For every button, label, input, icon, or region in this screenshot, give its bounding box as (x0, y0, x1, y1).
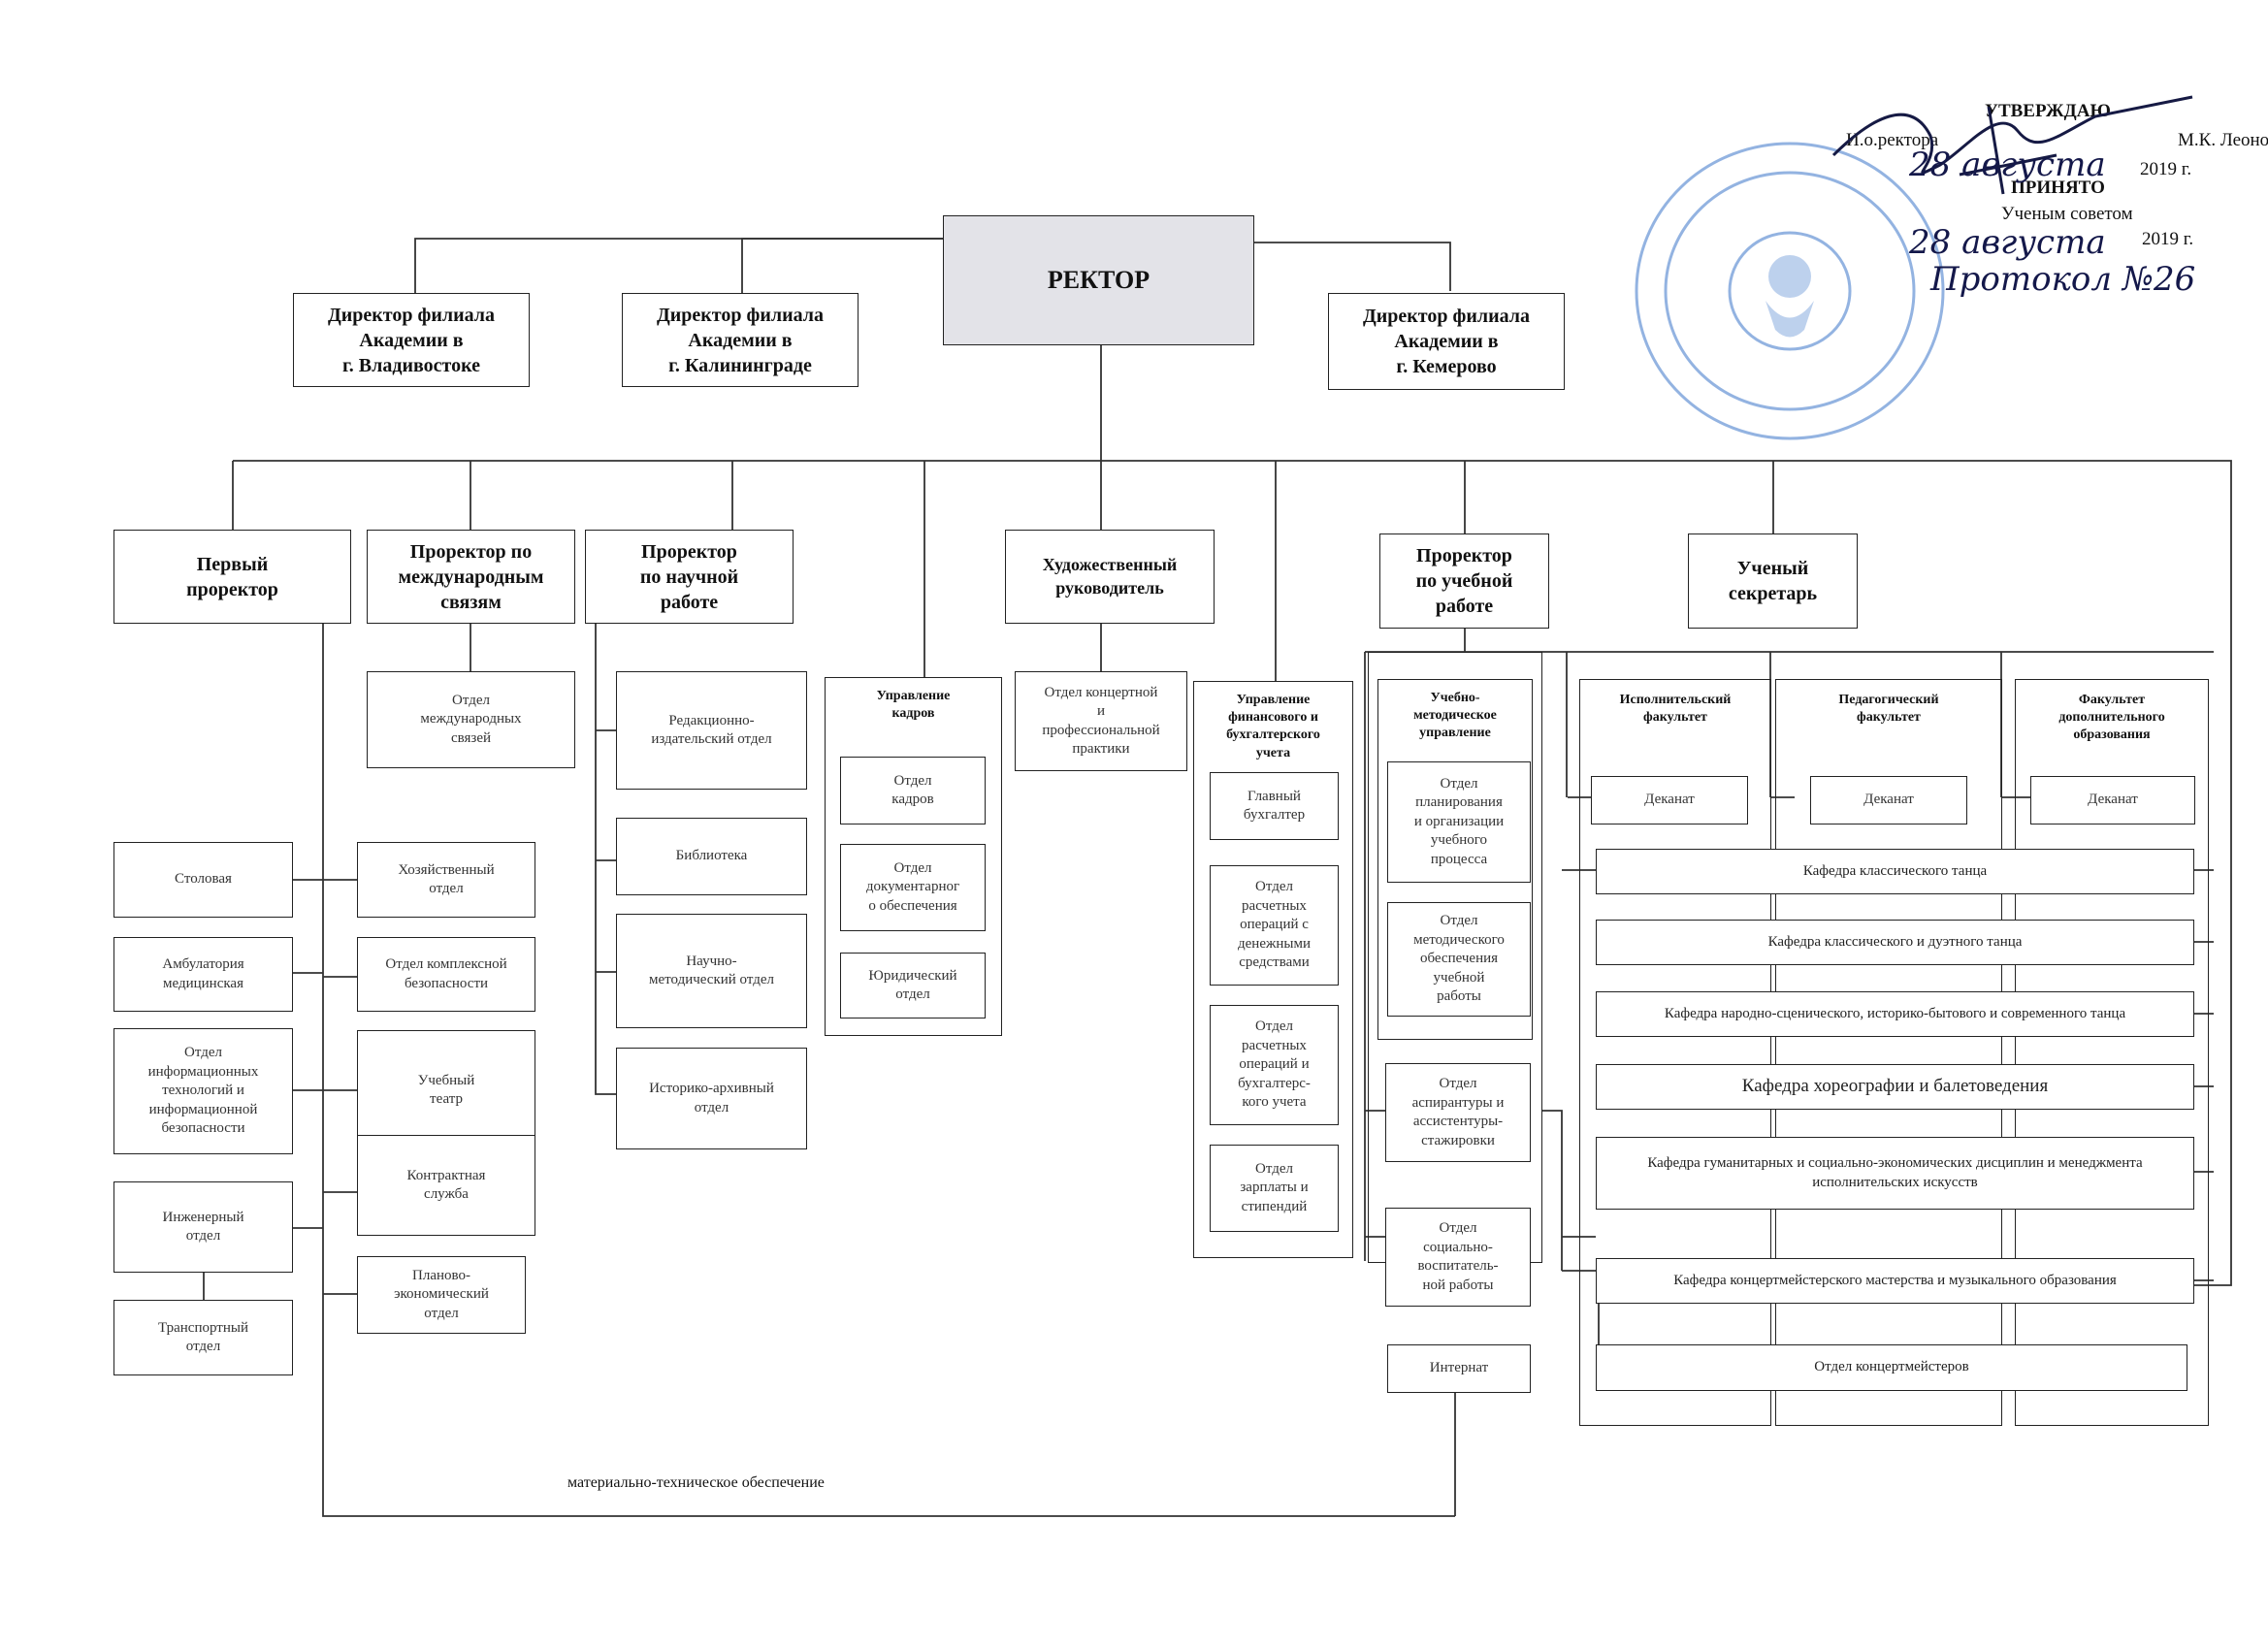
accounting-operations-dept: Отдел расчетных операций и бухгалтерс- к… (1210, 1005, 1339, 1125)
planning-economic-dept: Планово- экономический отдел (357, 1256, 526, 1334)
ambulatory: Амбулатория медицинская (113, 937, 293, 1012)
scientific-methodical-dept: Научно- методический отдел (616, 914, 807, 1028)
hr-dept: Отдел кадров (840, 757, 986, 824)
handwritten-date-2: 28 августа (1909, 223, 2106, 262)
hr-management: Управление кадров (825, 677, 1002, 1036)
documentation-dept: Отдел документарног о обеспечения (840, 844, 986, 931)
rector-box: РЕКТОР (943, 215, 1254, 345)
first-prorector: Первый проректор (113, 530, 351, 624)
dormitory: Интернат (1387, 1344, 1531, 1393)
social-education-dept: Отдел социально- воспитатель- ной работы (1385, 1208, 1531, 1307)
concert-practice-dept: Отдел концертной и профессиональной прак… (1015, 671, 1187, 771)
approver-role: И.о.ректора (1846, 130, 1939, 150)
method-support-dept: Отдел методического обеспечения учебной … (1387, 902, 1531, 1017)
branch-kaliningrad: Директор филиала Академии в г. Калинингр… (622, 293, 859, 387)
engineering-dept: Инженерный отдел (113, 1181, 293, 1273)
accepted-label: ПРИНЯТО (2011, 178, 2105, 198)
handwritten-protocol: Протокол №26 (1930, 260, 2196, 299)
council-year: 2019 г. (2142, 229, 2194, 249)
it-security-dept: Отдел информационных технологий и информ… (113, 1028, 293, 1154)
dean-office-pedagogical: Деканат (1810, 776, 1967, 824)
dept-folk-dance: Кафедра народно-сценического, историко-б… (1596, 991, 2194, 1037)
dept-classical-dance: Кафедра классического танца (1596, 849, 2194, 894)
legal-dept: Юридический отдел (840, 953, 986, 1018)
training-theatre: Учебный театр (357, 1030, 535, 1150)
historical-archive-dept: Историко-архивный отдел (616, 1048, 807, 1149)
postgraduate-dept: Отдел аспирантуры и ассистентуры- стажир… (1385, 1063, 1531, 1162)
publishing-dept: Редакционно- издательский отдел (616, 671, 807, 790)
dept-choreography: Кафедра хореографии и балетоведения (1596, 1064, 2194, 1110)
dean-office-additional: Деканат (2030, 776, 2195, 824)
pedagogical-faculty: Педагогический факультет (1775, 679, 2002, 1426)
approval-year: 2019 г. (2140, 159, 2192, 179)
finance-management: Управление финансового и бухгалтерского … (1193, 681, 1353, 1258)
study-planning-dept: Отдел планирования и организации учебног… (1387, 761, 1531, 883)
edu-method-management: Учебно- методическое управление (1377, 679, 1533, 1040)
prorector-science: Проректор по научной работе (585, 530, 794, 624)
art-director: Художественный руководитель (1005, 530, 1215, 624)
dept-classical-duet-dance: Кафедра классического и дуэтного танца (1596, 920, 2194, 965)
dept-accompanist: Кафедра концертмейстерского мастерства и… (1596, 1258, 2194, 1304)
signature (1831, 95, 2193, 195)
chief-accountant: Главный бухгалтер (1210, 772, 1339, 840)
council-label: Ученым советом (2001, 204, 2133, 224)
accompanists-dept: Отдел концертмейстеров (1596, 1344, 2187, 1391)
prorector-international: Проректор по международным связям (367, 530, 575, 624)
canteen: Столовая (113, 842, 293, 918)
salary-dept: Отдел зарплаты и стипендий (1210, 1145, 1339, 1232)
household-dept: Хозяйственный отдел (357, 842, 535, 918)
logistics-label: материально-техническое обеспечение (567, 1474, 825, 1491)
additional-education-faculty: Факультет дополнительного образования (2015, 679, 2209, 1426)
dean-office-performing: Деканат (1591, 776, 1748, 824)
approve-label: УТВЕРЖДАЮ (1985, 101, 2111, 121)
prorector-study: Проректор по учебной работе (1379, 534, 1549, 629)
library: Библиотека (616, 818, 807, 895)
seal-stamp (1635, 142, 1945, 440)
transport-dept: Транспортный отдел (113, 1300, 293, 1375)
complex-security-dept: Отдел комплексной безопасности (357, 937, 535, 1012)
branch-vladivostok: Директор филиала Академии в г. Владивост… (293, 293, 530, 387)
scientific-secretary: Ученый секретарь (1688, 534, 1858, 629)
handwritten-date-1: 28 августа (1909, 146, 2106, 184)
approver-name: М.К. Леонова (2178, 130, 2268, 150)
branch-kemerovo: Директор филиала Академии в г. Кемерово (1328, 293, 1565, 390)
cash-operations-dept: Отдел расчетных операций с денежными сре… (1210, 865, 1339, 986)
performing-faculty: Исполнительский факультет (1579, 679, 1771, 1426)
international-relations-dept: Отдел международных связей (367, 671, 575, 768)
dept-humanities: Кафедра гуманитарных и социально-экономи… (1596, 1137, 2194, 1210)
contract-service: Контрактная служба (357, 1135, 535, 1236)
